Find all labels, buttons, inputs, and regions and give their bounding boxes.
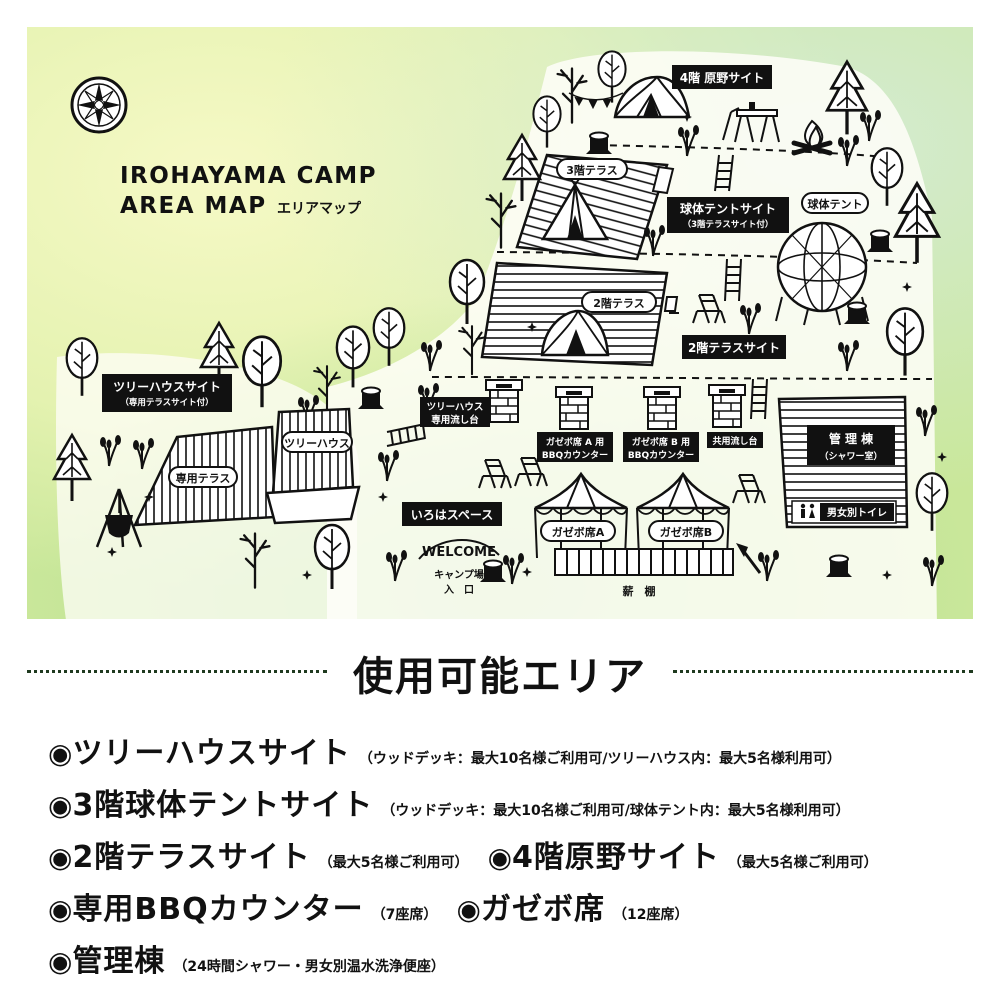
label-firewood: 薪 棚 <box>623 584 656 598</box>
ladder-icon <box>750 378 768 420</box>
map-title-line2: AREA MAP <box>120 193 267 219</box>
legend-item-note: （最大5名様ご利用可） <box>727 855 878 871</box>
bridge-ladder-icon <box>386 423 426 447</box>
dotted-divider-left <box>27 670 327 673</box>
label-sphere-site <box>667 197 789 233</box>
bullet-icon: ◉ <box>487 841 512 874</box>
label-bbq-b-1: ガゼボ席 B 用 <box>632 436 690 448</box>
label-iroha-space-text: いろはスペース <box>411 508 494 522</box>
ladder-icon <box>714 154 734 192</box>
legend-row-4: ◉専用BBQカウンター（7座席） ◉ガゼボ席（12座席） <box>48 884 988 928</box>
label-bbq-b <box>623 432 699 462</box>
legend-item-note: （ウッドデッキ：最大10名様ご利用可/ツリーハウス内：最大5名様利用可） <box>358 751 841 767</box>
sphere-tent-icon <box>775 221 869 326</box>
legend-title: 使用可能エリア <box>353 654 647 700</box>
dome-tent-icon <box>540 309 610 357</box>
label-treehouse-sink-1: ツリーハウス <box>427 402 484 413</box>
legend-item-name: ガゼボ席 <box>480 892 605 927</box>
cauldron-icon <box>95 488 143 548</box>
label-bbq-a <box>537 432 613 462</box>
label-sphere-site-text: 球体テントサイト <box>680 201 776 216</box>
gazebo-a-icon <box>534 471 628 559</box>
restroom-icon <box>800 503 815 518</box>
label-office-2: （シャワー室） <box>819 450 882 462</box>
legend-item-name: ツリーハウスサイト <box>72 736 351 771</box>
firewood-fence <box>554 548 734 576</box>
label-entrance-1: キャンプ場 <box>434 568 484 581</box>
gazebo-b-icon <box>636 471 730 559</box>
label-site4 <box>672 65 772 89</box>
label-gazebo-a: ガゼボ席A <box>552 525 605 539</box>
dome-tent-icon <box>613 75 691 119</box>
label-bbq-a-2: BBQカウンター <box>542 449 608 461</box>
label-shared-sink-text: 共用流し台 <box>712 435 757 447</box>
label-private-terrace: 専用テラス <box>176 471 231 485</box>
legend-item-note: （24時間シャワー・男女別温水洗浄便座） <box>173 959 445 975</box>
label-treehouse: ツリーハウス <box>284 437 350 450</box>
legend-item-terrace2: ◉2階テラスサイト （最大5名様ご利用可） <box>48 832 468 876</box>
legend-item-note: （ウッドデッキ：最大10名様ご利用可/球体テント内：最大5名様利用可） <box>381 803 850 819</box>
label-treehouse-sink-2: 専用流し台 <box>431 414 479 426</box>
legend-item-name: 専用BBQカウンター <box>72 892 364 927</box>
label-site4-text: 4階 原野サイト <box>680 70 765 85</box>
legend-row-1: ◉ツリーハウスサイト （ウッドデッキ：最大10名様ご利用可/ツリーハウス内：最大5… <box>48 728 988 772</box>
bullet-icon: ◉ <box>48 789 73 822</box>
label-welcome: WELCOME <box>422 545 496 560</box>
label-terrace3: 3階テラス <box>566 163 617 177</box>
tipi-tent-icon <box>540 178 610 241</box>
campfire-icon <box>791 119 833 156</box>
dotted-divider-right <box>673 670 973 673</box>
label-treehouse-site <box>102 374 232 412</box>
label-entrance-2: 入 口 <box>444 584 474 596</box>
legend-item-site4: ◉4階原野サイト （最大5名様ご利用可） <box>488 832 878 876</box>
legend-item-name: 3階球体テントサイト <box>72 788 374 823</box>
legend-item-bbq: ◉専用BBQカウンター （7座席） <box>48 884 437 928</box>
bullet-icon: ◉ <box>48 893 73 926</box>
label-treehouse-site-sub: （専用テラスサイト付） <box>120 397 213 408</box>
label-sphere-site-sub: （3階テラスサイト付） <box>683 219 774 230</box>
bullet-icon: ◉ <box>48 945 73 978</box>
legend-item-note: （最大5名様ご利用可） <box>318 855 469 871</box>
label-iroha-space <box>402 502 502 526</box>
legend-row-2: ◉3階球体テントサイト （ウッドデッキ：最大10名様ご利用可/球体テント内：最大5… <box>48 780 988 824</box>
label-gazebo-b: ガゼボ席B <box>660 525 712 539</box>
compass-icon <box>70 76 128 134</box>
legend-item-note: （12座席） <box>612 907 689 923</box>
legend-item-note: （7座席） <box>371 907 438 923</box>
label-terrace2-site <box>682 335 786 359</box>
label-bbq-b-2: BBQカウンター <box>628 449 694 461</box>
bullet-icon: ◉ <box>48 737 73 770</box>
bullet-icon: ◉ <box>48 841 73 874</box>
legend-item-name: 4階原野サイト <box>512 840 720 875</box>
legend-row-5: ◉管理棟 （24時間シャワー・男女別温水洗浄便座） <box>48 936 988 980</box>
legend-item-treehouse: ◉ツリーハウスサイト （ウッドデッキ：最大10名様ご利用可/ツリーハウス内：最大5… <box>48 728 841 772</box>
axe-icon <box>736 543 762 574</box>
label-terrace2: 2階テラス <box>593 296 644 310</box>
map-title-jp: エリアマップ <box>277 201 362 217</box>
legend-item-office: ◉管理棟 （24時間シャワー・男女別温水洗浄便座） <box>48 936 445 980</box>
label-treehouse-site-text: ツリーハウスサイト <box>113 380 221 394</box>
label-bbq-a-1: ガゼボ席 A 用 <box>546 436 604 448</box>
label-treehouse-sink <box>420 397 490 427</box>
camp-table-icon <box>722 102 780 143</box>
label-sphere-tent: 球体テント <box>808 197 863 211</box>
bullet-icon: ◉ <box>456 893 481 926</box>
area-map: IROHAYAMA CAMP AREA MAP エリアマップ 4階 原野サイト … <box>27 27 973 619</box>
label-office-1: 管 理 棟 <box>829 431 874 446</box>
legend-row-3: ◉2階テラスサイト（最大5名様ご利用可） ◉4階原野サイト（最大5名様ご利用可） <box>48 832 988 876</box>
label-shared-sink <box>707 432 763 448</box>
label-toilet: 男女別トイレ <box>827 506 887 519</box>
legend-item-sphere-tent: ◉3階球体テントサイト （ウッドデッキ：最大10名様ご利用可/球体テント内：最大5… <box>48 780 850 824</box>
legend-item-name: 管理棟 <box>72 944 166 979</box>
map-title-line1: IROHAYAMA CAMP <box>120 163 377 189</box>
label-terrace2-site-text: 2階テラスサイト <box>688 340 780 355</box>
ladder-icon <box>724 258 742 302</box>
legend-item-gazebo: ◉ガゼボ席 （12座席） <box>457 884 689 928</box>
legend-item-name: 2階テラスサイト <box>72 840 311 875</box>
legend-header: 使用可能エリア <box>0 640 1000 704</box>
